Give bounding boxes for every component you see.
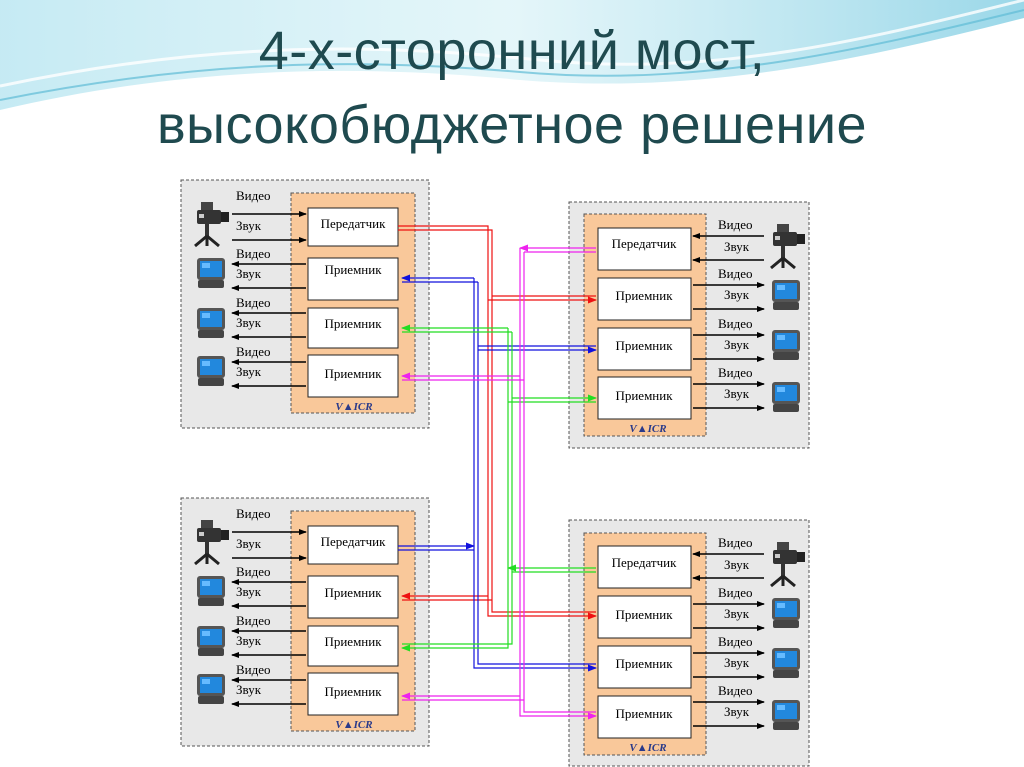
receiver-label: Приемник	[324, 684, 382, 699]
audio-label: Звук	[724, 386, 750, 401]
audio-label: Звук	[236, 218, 262, 233]
bridge-node-bottom-left: V▲ICR Передатчик Приемник Приемник Прием…	[180, 497, 430, 747]
receiver-label: Приемник	[615, 706, 673, 721]
monitor-icon	[197, 258, 225, 288]
video-label: Видео	[236, 506, 271, 521]
receiver-label: Приемник	[615, 288, 673, 303]
bridge-node-top-right: V▲ICR Передатчик Приемник Приемник Прием…	[568, 201, 810, 449]
monitor-icon	[197, 576, 225, 606]
monitor-icon	[772, 700, 800, 730]
monitor-icon	[772, 330, 800, 360]
receiver-box	[597, 376, 692, 420]
interconnect-blue	[398, 274, 597, 672]
receiver-box	[597, 595, 692, 639]
audio-label: Звук	[724, 239, 750, 254]
transmitter-box	[307, 207, 399, 247]
receiver-label: Приемник	[615, 338, 673, 353]
video-label: Видео	[236, 295, 271, 310]
transmitter-label: Передатчик	[321, 534, 386, 549]
receiver-box	[597, 327, 692, 371]
slide-title-line2: высокобюджетное решение	[156, 95, 868, 155]
audio-label: Звук	[236, 315, 262, 330]
receiver-label: Приемник	[324, 585, 382, 600]
transmitter-box	[307, 525, 399, 565]
audio-label: Звук	[724, 287, 750, 302]
monitor-icon	[197, 674, 225, 704]
receiver-label: Приемник	[615, 388, 673, 403]
vendor-logo: V▲ICR	[629, 742, 666, 754]
audio-label: Звук	[724, 704, 750, 719]
receiver-box	[307, 672, 399, 716]
header-wave	[0, 0, 1024, 110]
video-label: Видео	[718, 217, 753, 232]
transmitter-label: Передатчик	[612, 555, 677, 570]
receiver-box	[597, 695, 692, 739]
video-label: Видео	[236, 564, 271, 579]
audio-label: Звук	[724, 606, 750, 621]
receiver-box	[307, 257, 399, 301]
transmitter-label: Передатчик	[612, 236, 677, 251]
receiver-box	[307, 307, 399, 349]
receiver-label: Приемник	[324, 262, 382, 277]
receiver-box	[307, 575, 399, 619]
monitor-icon	[772, 598, 800, 628]
receiver-label: Приемник	[615, 607, 673, 622]
video-label: Видео	[236, 662, 271, 677]
audio-label: Звук	[724, 655, 750, 670]
receiver-box	[597, 645, 692, 689]
bridge-node-bottom-right: V▲ICR Передатчик Приемник Приемник Прием…	[568, 519, 810, 767]
video-label: Видео	[718, 585, 753, 600]
audio-label: Звук	[236, 682, 262, 697]
audio-label: Звук	[236, 266, 262, 281]
video-label: Видео	[236, 188, 271, 203]
transmitter-box	[597, 545, 692, 589]
video-label: Видео	[718, 634, 753, 649]
audio-label: Звук	[236, 364, 262, 379]
vendor-logo: V▲ICR	[629, 423, 666, 435]
audio-label: Звук	[236, 633, 262, 648]
audio-label: Звук	[724, 557, 750, 572]
interconnect-magenta	[401, 244, 597, 720]
video-label: Видео	[718, 316, 753, 331]
receiver-box	[597, 277, 692, 321]
monitor-icon	[772, 648, 800, 678]
receiver-box	[307, 354, 399, 398]
receiver-label: Приемник	[324, 366, 382, 381]
bridge-node-top-left: V▲ICR Передатчик Приемник Приемник Прием…	[180, 179, 430, 429]
monitor-icon	[772, 382, 800, 412]
audio-label: Звук	[236, 536, 262, 551]
monitor-icon	[197, 356, 225, 386]
audio-label: Звук	[724, 337, 750, 352]
video-label: Видео	[718, 266, 753, 281]
receiver-label: Приемник	[324, 634, 382, 649]
interconnect-green	[401, 324, 597, 652]
transmitter-box	[597, 227, 692, 271]
video-label: Видео	[718, 683, 753, 698]
video-label: Видео	[236, 344, 271, 359]
slide-title-line1: 4-х-сторонний мост,	[258, 21, 766, 81]
monitor-icon	[197, 626, 225, 656]
video-label: Видео	[236, 246, 271, 261]
video-label: Видео	[236, 613, 271, 628]
monitor-icon	[197, 308, 225, 338]
video-label: Видео	[718, 535, 753, 550]
receiver-label: Приемник	[615, 656, 673, 671]
video-label: Видео	[718, 365, 753, 380]
monitor-icon	[772, 280, 800, 310]
vendor-logo: V▲ICR	[335, 719, 372, 731]
audio-label: Звук	[236, 584, 262, 599]
receiver-label: Приемник	[324, 316, 382, 331]
transmitter-label: Передатчик	[321, 216, 386, 231]
vendor-logo: V▲ICR	[335, 401, 372, 413]
receiver-box	[307, 625, 399, 667]
